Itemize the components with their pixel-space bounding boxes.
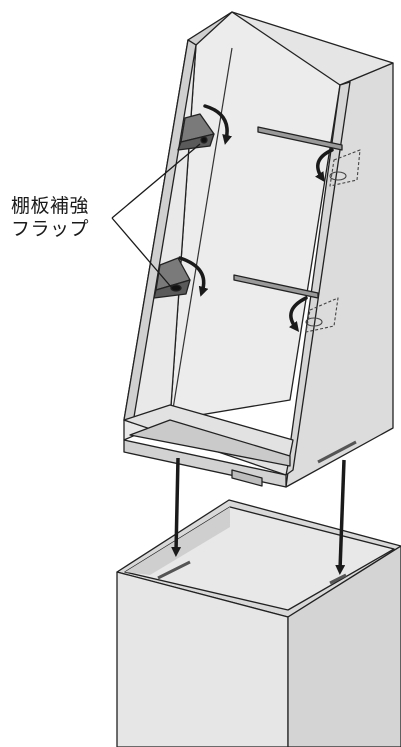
lower-shelf-hole <box>305 317 323 327</box>
base-slot-left <box>157 560 191 580</box>
callout-label-line1: 棚板補強 <box>11 195 90 217</box>
tray-bottom-tab <box>231 469 263 487</box>
callout-label-line2: フラップ <box>11 218 90 240</box>
base-slot-right <box>329 573 347 585</box>
fold-arrows <box>178 104 334 332</box>
lower-flap-fold-arrow <box>178 256 209 297</box>
upper-shelf <box>257 126 361 187</box>
tray-right-slot <box>317 440 357 464</box>
base-box-front-face <box>116 571 289 747</box>
lower-shelf <box>233 274 339 333</box>
upper-flap <box>177 113 215 151</box>
insert-arrow-right <box>335 459 346 575</box>
leader-to-lower-flap <box>111 217 173 289</box>
upper-shelf-hole <box>329 171 347 181</box>
insert-arrow-left <box>171 457 182 557</box>
upper-flap-fold-arrow <box>203 104 232 145</box>
callout-leaders <box>111 143 201 289</box>
insert-arrows <box>171 457 346 575</box>
base-box-right-face <box>287 545 401 747</box>
leader-to-upper-flap <box>111 143 201 219</box>
tray-inner-left-edge <box>171 47 233 416</box>
base-box <box>116 499 401 747</box>
upper-shelf-fold-arrow <box>315 148 334 183</box>
lower-shelf-fold-arrow <box>288 296 308 332</box>
display-tray <box>123 11 394 488</box>
lower-shelf-tab-dashed <box>305 297 339 333</box>
tray-floor-strip <box>129 419 291 467</box>
tray-right-frame <box>285 81 351 476</box>
lower-flap <box>153 257 191 299</box>
